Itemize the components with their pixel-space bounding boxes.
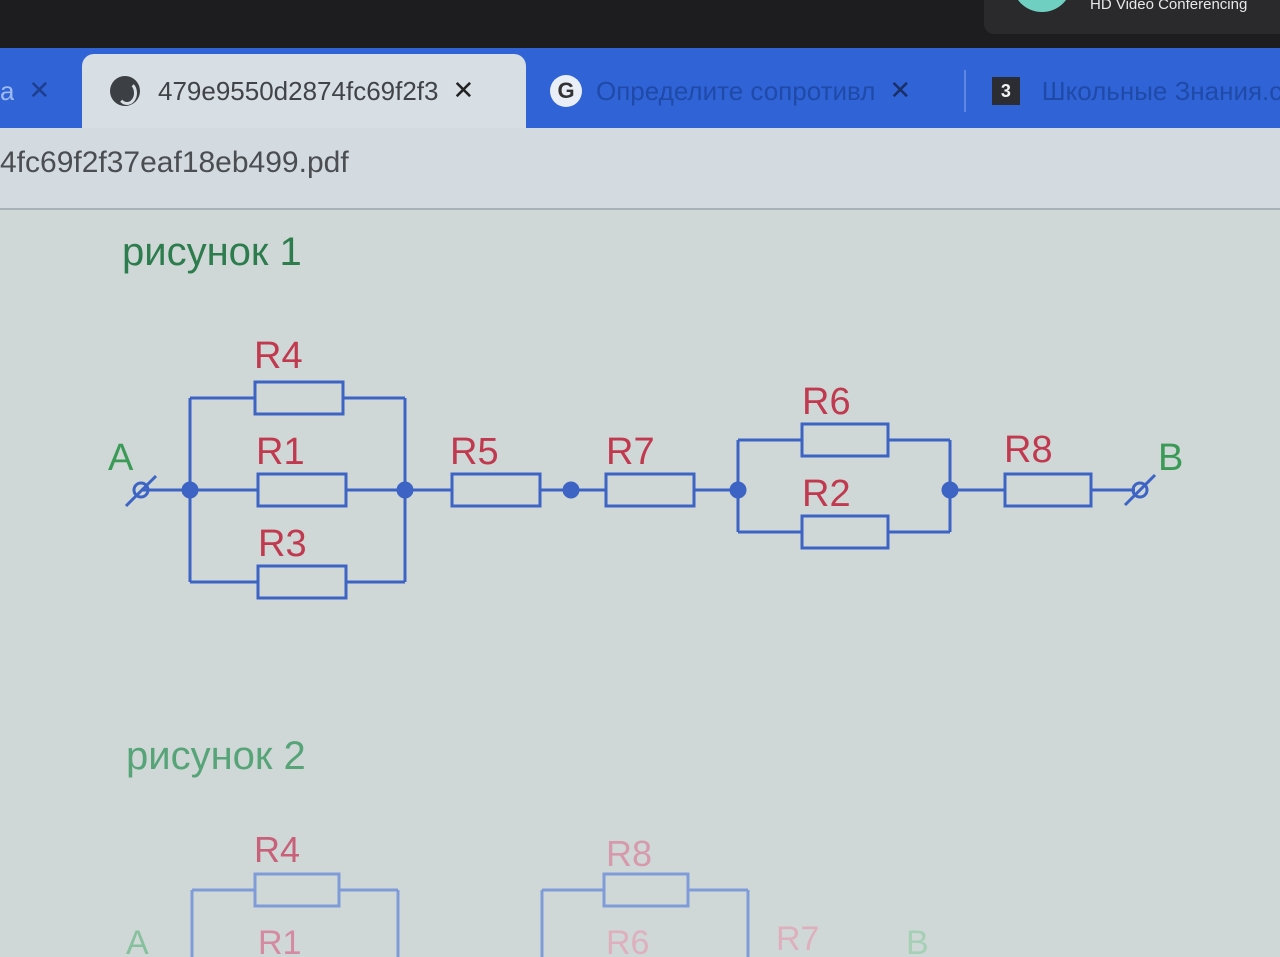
- resistor-r7-label: R7: [776, 920, 819, 957]
- url-text[interactable]: 4fc69f2f37eaf18eb499.pdf: [0, 146, 349, 179]
- close-icon[interactable]: ✕: [28, 76, 51, 106]
- globe-icon: [110, 76, 140, 106]
- resistor-r1-label: R1: [256, 431, 305, 473]
- circuit-diagrams: A B R4 R1 R3 R5 R7 R6 R2 R8 R4: [108, 335, 1183, 957]
- brainly-icon: 3: [992, 77, 1020, 105]
- address-bar[interactable]: 4fc69f2f37eaf18eb499.pdf: [0, 128, 1280, 210]
- terminal-b-mark: [1123, 473, 1157, 507]
- google-icon: G: [550, 75, 582, 107]
- junction-node: [562, 481, 580, 499]
- tab-title: Определите сопротивл: [596, 75, 876, 106]
- tab-partial-left[interactable]: а ✕: [0, 54, 80, 128]
- tab-brainly[interactable]: 3 Школьные Знания.c: [980, 54, 1280, 128]
- junction-node: [181, 481, 199, 499]
- overlay-title: HD Video Conferencing: [1090, 0, 1248, 13]
- terminal-a-label: A: [108, 437, 134, 479]
- close-icon[interactable]: ✕: [452, 76, 475, 106]
- resistor-r2-label: R2: [802, 473, 851, 515]
- resistor-r4: [253, 380, 345, 416]
- terminal-a-label: A: [126, 924, 149, 957]
- resistor-r7-label: R7: [606, 431, 655, 473]
- terminal-b-label: B: [1158, 437, 1183, 479]
- resistor-r8-label: R8: [606, 833, 652, 874]
- resistor-r4-label: R4: [254, 829, 300, 870]
- tab-title: 479e9550d2874fc69f2f3: [158, 75, 439, 106]
- resistor-r6-label: R6: [802, 381, 851, 423]
- figure-2-circuit: [190, 872, 750, 957]
- terminal-b-label: B: [906, 924, 929, 957]
- figure-1-labels: A B R4 R1 R3 R5 R7 R6 R2 R8: [108, 335, 1183, 565]
- tab-title: а: [0, 75, 15, 106]
- pdf-document-page: рисунок 1 рисунок 2: [0, 210, 1280, 957]
- resistor-r3: [256, 564, 348, 600]
- resistor-r8: [1003, 472, 1093, 508]
- resistor-r1: [256, 472, 348, 508]
- resistor-r1-label: R1: [258, 924, 301, 957]
- resistor-r5: [450, 472, 542, 508]
- tab-google-search[interactable]: G Определите сопротивл ✕: [540, 54, 960, 128]
- video-conference-overlay[interactable]: HD Video Conferencing: [984, 0, 1280, 34]
- terminal-b-icon: [1131, 481, 1149, 499]
- resistor-r8: [602, 872, 690, 908]
- figure-2-title: рисунок 2: [126, 734, 306, 778]
- resistor-r6-label: R6: [606, 924, 649, 957]
- resistor-r8-label: R8: [1004, 429, 1053, 471]
- figure-1-title: рисунок 1: [122, 230, 302, 274]
- resistor-r3-label: R3: [258, 523, 307, 565]
- resistor-r7: [604, 472, 696, 508]
- figure-2-labels: R4 R8 A R1 R6 R7 B: [126, 829, 929, 957]
- junction-node: [729, 481, 747, 499]
- tab-active-pdf[interactable]: 479e9550d2874fc69f2f3 ✕: [82, 54, 526, 128]
- tab-title: Школьные Знания.c: [1041, 75, 1280, 106]
- close-icon[interactable]: ✕: [889, 76, 912, 106]
- resistor-r6: [800, 422, 890, 458]
- resistor-r4: [253, 872, 341, 908]
- figure-1-circuit: [124, 380, 1157, 600]
- browser-tab-strip: а ✕ 479e9550d2874fc69f2f3 ✕ G Определите…: [0, 48, 1280, 128]
- resistor-r4-label: R4: [254, 335, 303, 377]
- tab-separator: [964, 70, 966, 112]
- resistor-r2: [800, 514, 890, 550]
- resistor-r5-label: R5: [450, 431, 499, 473]
- overlay-logo-icon: [1012, 0, 1072, 12]
